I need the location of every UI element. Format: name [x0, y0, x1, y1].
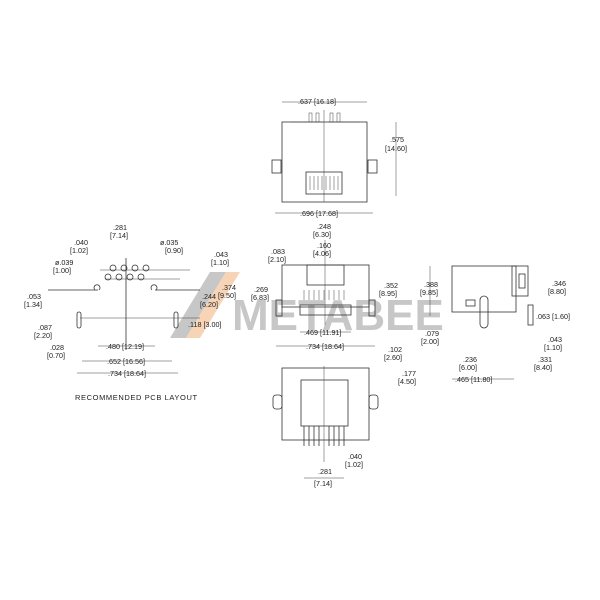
- pcb-row-b-in: .374: [222, 283, 236, 292]
- pcb-inner-span: .652 [16.56]: [107, 357, 145, 366]
- side-rear-in: .331: [538, 355, 552, 364]
- front-contact-span: .469 [11.91]: [304, 328, 341, 337]
- pcb-hole-in: ø.035: [160, 238, 178, 247]
- side-peg-pos-mm: [6.00]: [459, 363, 477, 372]
- front-open-inner-in: .160: [317, 241, 331, 250]
- front-open-outer-mm: [6.30]: [313, 230, 331, 239]
- pcb-edge-mm: [1.10]: [211, 258, 229, 267]
- side-tab-off-in: .043: [548, 335, 562, 344]
- bottom-offset-in: .040: [348, 452, 362, 461]
- side-peg-in: .079: [425, 329, 439, 338]
- side-height-mm: [9.85]: [420, 288, 438, 297]
- bottom-tab-pos-mm: [4.50]: [398, 377, 416, 386]
- front-right-h-mm: [8.95]: [379, 289, 397, 298]
- side-peg-pos-in: .236: [463, 355, 477, 364]
- bottom-pitch-in: .281: [318, 467, 332, 476]
- front-view: .248 [6.30] .160 [4.06] .083 [2.10] .269…: [251, 222, 398, 351]
- pcb-slot-offset: .118 [3.00]: [188, 320, 221, 329]
- bottom-pitch-mm: [7.14]: [314, 479, 332, 488]
- pcb-offset-in: .040: [74, 238, 88, 247]
- front-left-h-mm: [6.83]: [251, 293, 269, 302]
- side-peg-mm: [2.00]: [421, 337, 439, 346]
- pcb-row-a-mm: [6.20]: [200, 300, 218, 309]
- top-view: .637 [16.18] .696 [17.68] .575 [14.60]: [271, 97, 407, 218]
- pcb-peg-in: ø.039: [55, 258, 73, 267]
- pcb-offset-mm: [1.02]: [70, 246, 88, 255]
- side-tab: .063 [1.60]: [536, 312, 570, 321]
- bottom-tab-h-in: .102: [388, 345, 402, 354]
- pcb-left-in: .053: [27, 292, 41, 301]
- dim-height-in: .575: [390, 135, 404, 144]
- pcb-slot-len-in: .087: [38, 323, 52, 332]
- pcb-layout: .281 [7.14] .040 [1.02] ø.035 [0.90] ø.0…: [24, 223, 236, 402]
- pcb-pitch-in: .281: [113, 223, 127, 232]
- front-right-h-in: .352: [384, 281, 398, 290]
- bottom-view: .102 [2.60] .177 [4.50] .040 [1.02] .281…: [272, 345, 416, 488]
- front-overall: .734 [18.64]: [306, 342, 344, 351]
- pcb-edge-in: .043: [214, 250, 228, 259]
- side-rear-mm: [8.40]: [534, 363, 552, 372]
- pcb-caption: RECOMMENDED PCB LAYOUT: [75, 393, 198, 402]
- dim-bottom-width: .696 [17.68]: [300, 209, 338, 218]
- pcb-pitch-mm: [7.14]: [110, 231, 128, 240]
- side-rh-in: .346: [552, 279, 566, 288]
- front-open-outer-in: .248: [317, 222, 331, 231]
- side-view: .388 [9.85] .346 [8.80] .063 [1.60] .043…: [420, 265, 570, 384]
- dim-top-width: .637 [16.18]: [298, 97, 336, 106]
- pcb-slot-len-mm: [2.20]: [34, 331, 52, 340]
- front-step-in: .083: [271, 247, 285, 256]
- bottom-tab-pos-in: .177: [402, 369, 416, 378]
- dim-height-mm: [14.60]: [385, 144, 407, 153]
- pcb-peg-spacing: .480 [12.19]: [106, 342, 144, 351]
- pcb-row-b-mm: [9.50]: [218, 291, 236, 300]
- bottom-tab-h-mm: [2.60]: [384, 353, 402, 362]
- side-height-in: .388: [424, 280, 438, 289]
- front-step-mm: [2.10]: [268, 255, 286, 264]
- side-length: .465 [11.80]: [455, 375, 492, 384]
- pcb-row-a-in: .244: [202, 292, 216, 301]
- front-open-inner-mm: [4.06]: [313, 249, 331, 258]
- pcb-overall: .734 [18.64]: [108, 369, 146, 378]
- pcb-hole-mm: [0.90]: [165, 246, 183, 255]
- side-rh-mm: [8.80]: [548, 287, 566, 296]
- side-tab-off-mm: [1.10]: [544, 343, 562, 352]
- pcb-left-mm: [1.34]: [24, 300, 42, 309]
- front-left-h-in: .269: [254, 285, 268, 294]
- pcb-slot-w-in: .028: [50, 343, 64, 352]
- bottom-offset-mm: [1.02]: [345, 460, 363, 469]
- pcb-slot-w-mm: [0.70]: [47, 351, 65, 360]
- pcb-peg-mm: [1.00]: [53, 266, 71, 275]
